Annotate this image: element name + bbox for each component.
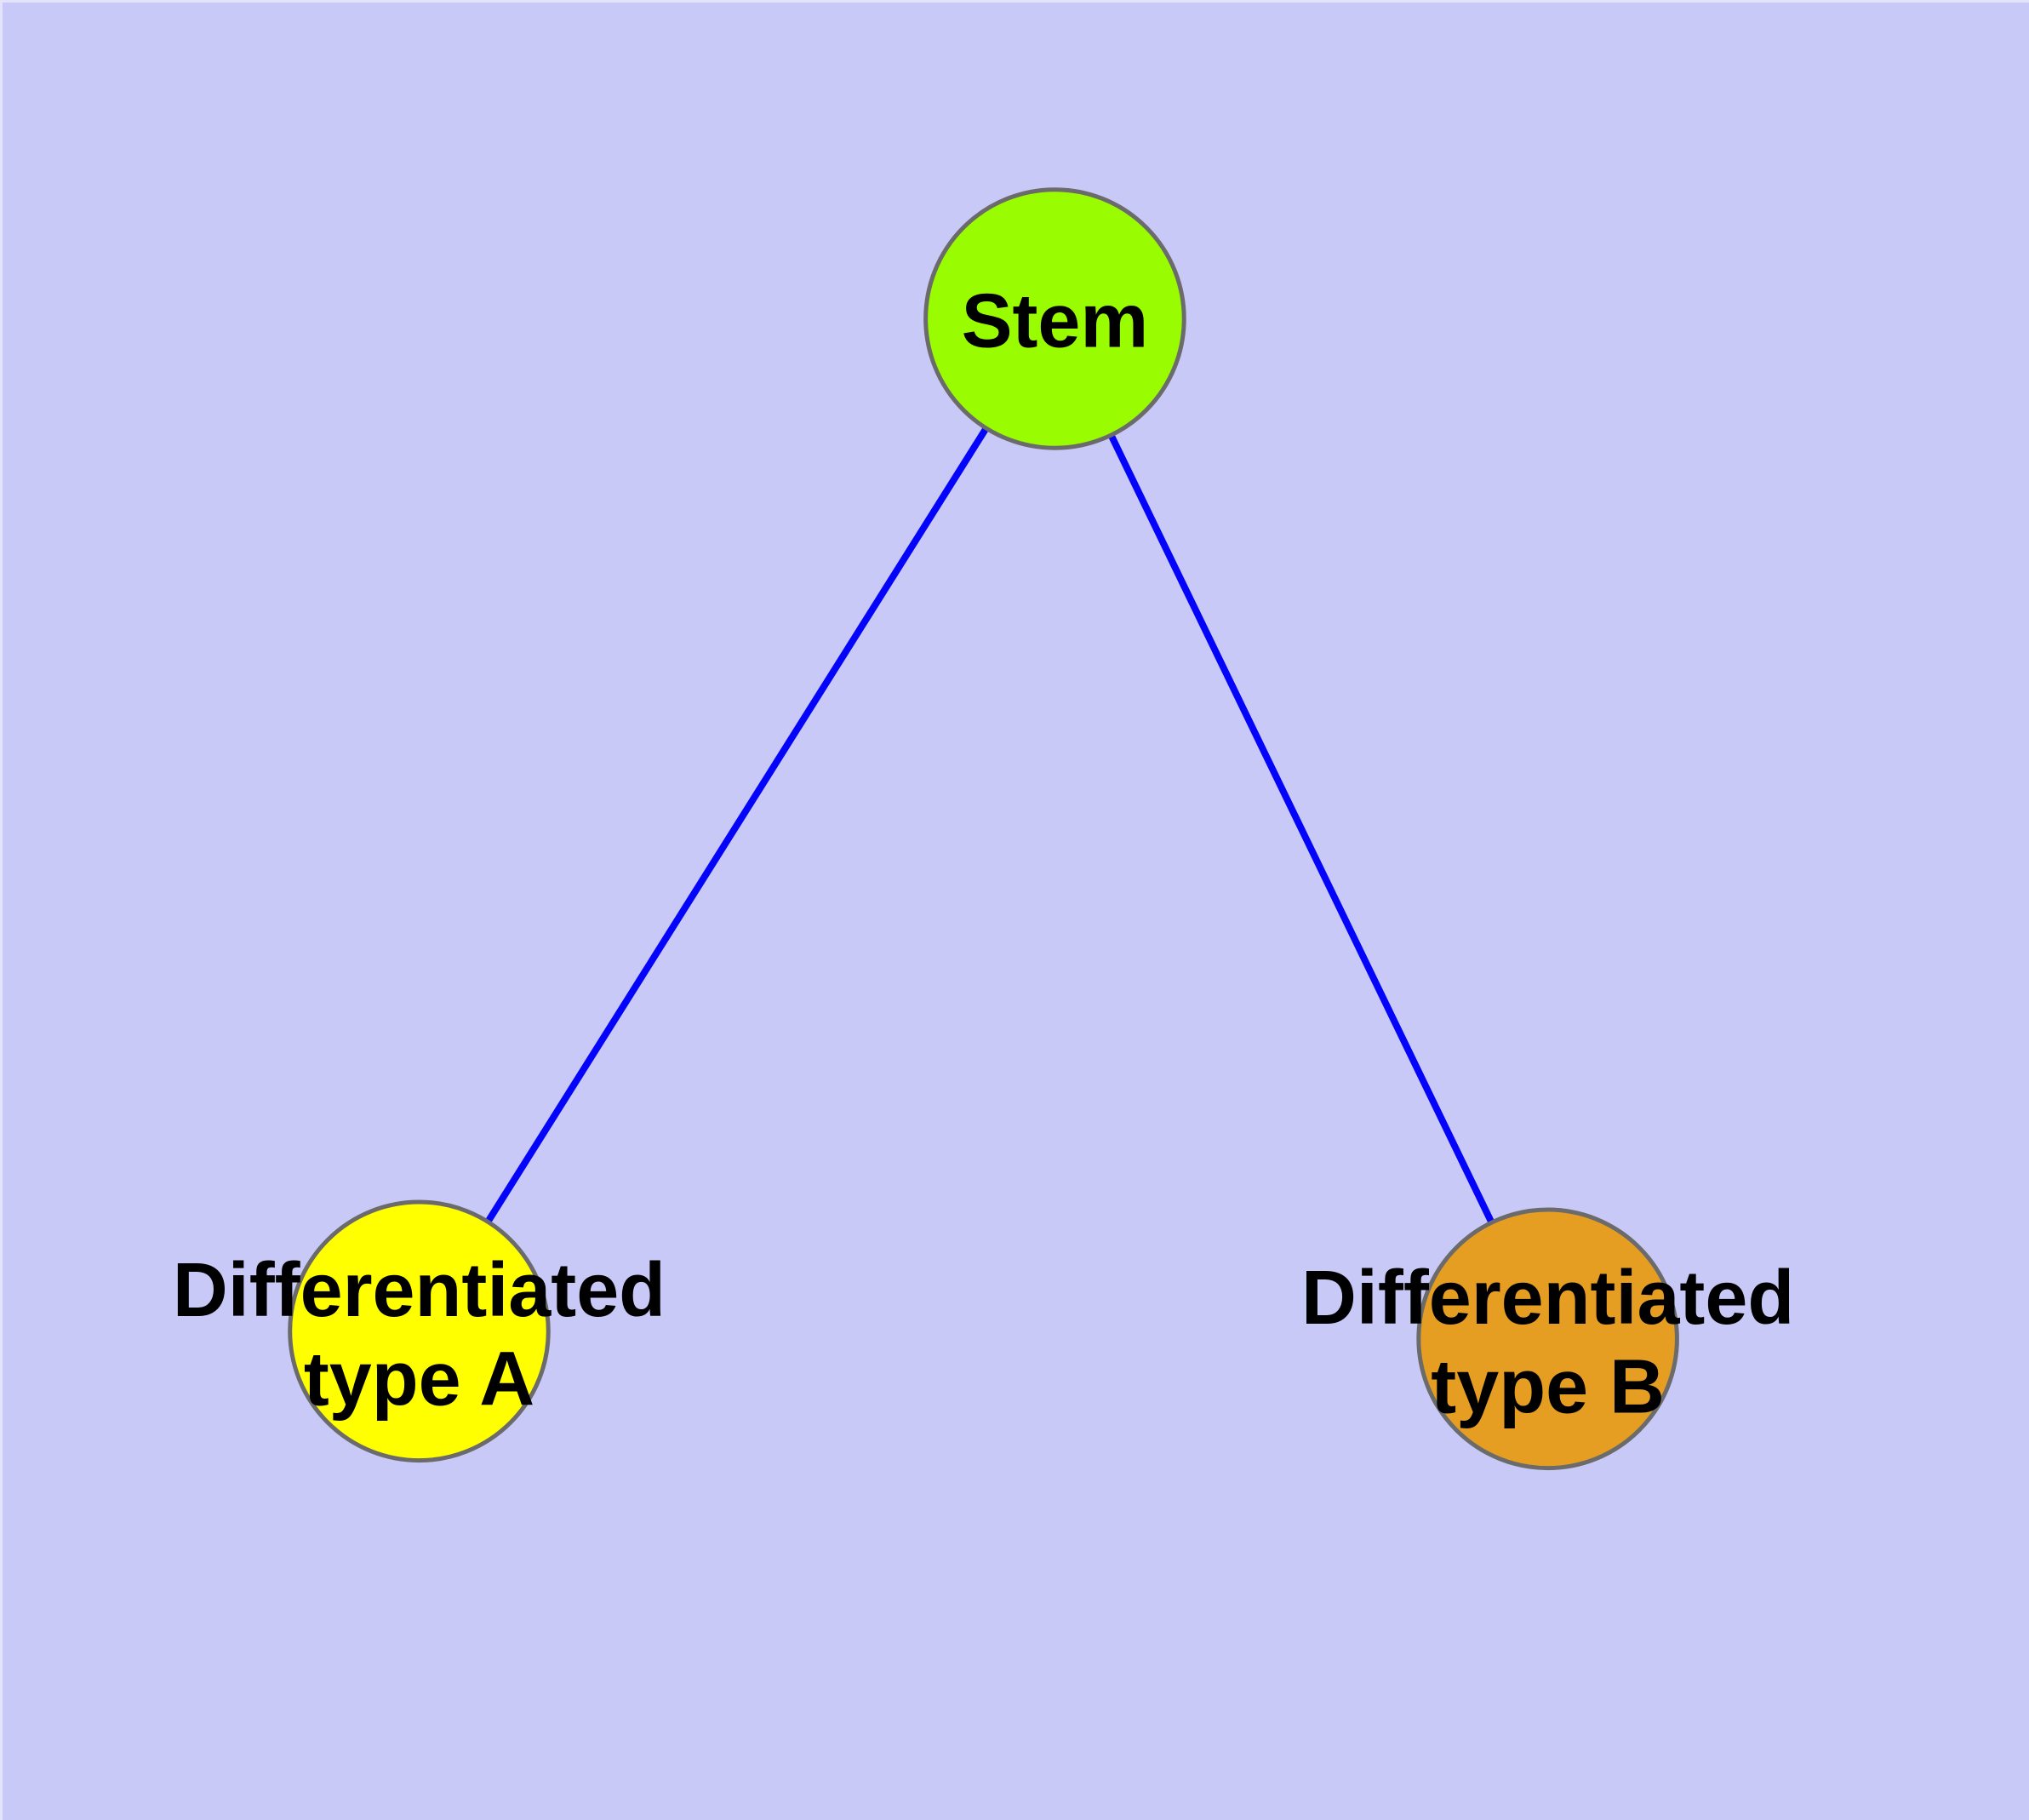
edge-stem-to-type-b (1051, 317, 1552, 1341)
edge-stem-to-type-a (416, 317, 1058, 1333)
node-differentiated-type-b[interactable] (1416, 1207, 1679, 1471)
cell-differentiation-graph: Stem Differentiated type A Differentiate… (173, 187, 1794, 1471)
node-differentiated-type-a[interactable] (288, 1199, 551, 1463)
node-stem[interactable] (923, 187, 1186, 450)
